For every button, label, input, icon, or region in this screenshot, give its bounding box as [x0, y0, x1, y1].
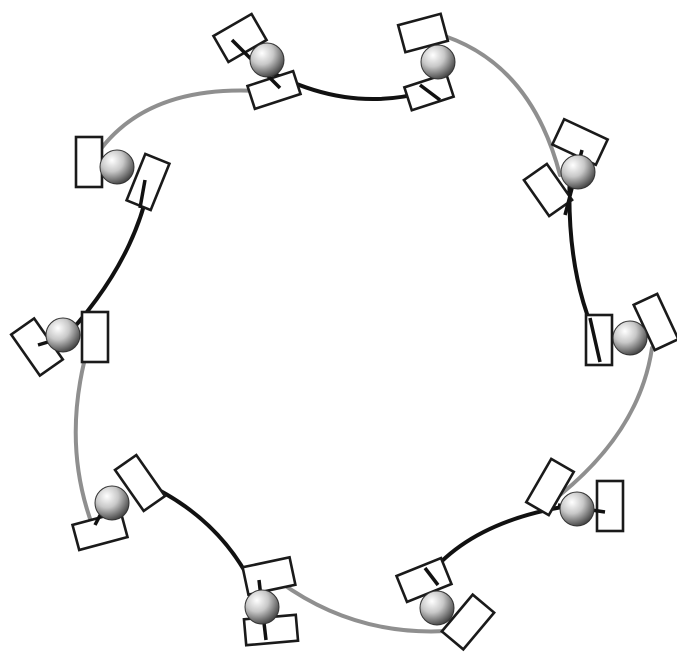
unit-bottom-right	[397, 558, 495, 649]
paddle	[247, 71, 300, 109]
unit-right-lower	[526, 459, 623, 531]
bead	[245, 590, 279, 624]
paddle	[76, 137, 102, 187]
unit-left-middle	[11, 312, 108, 376]
unit-top-right	[398, 14, 455, 110]
paddle	[597, 481, 623, 531]
unit-right-middle	[586, 294, 677, 365]
bead	[560, 492, 594, 526]
bead	[613, 321, 647, 355]
bond-strong	[425, 505, 575, 580]
bead	[420, 591, 454, 625]
unit-bottom-center	[243, 557, 298, 645]
bead	[561, 155, 595, 189]
bond-weak	[76, 340, 93, 527]
unit-right-upper	[524, 119, 608, 216]
paddle	[82, 312, 108, 362]
bead	[95, 486, 129, 520]
bead	[46, 318, 80, 352]
unit-top-left	[213, 14, 300, 109]
bead	[100, 150, 134, 184]
bead	[250, 43, 284, 77]
unit-layer	[11, 14, 677, 650]
bond-weak	[435, 33, 560, 175]
unit-left-upper	[76, 137, 169, 210]
bead	[421, 45, 455, 79]
